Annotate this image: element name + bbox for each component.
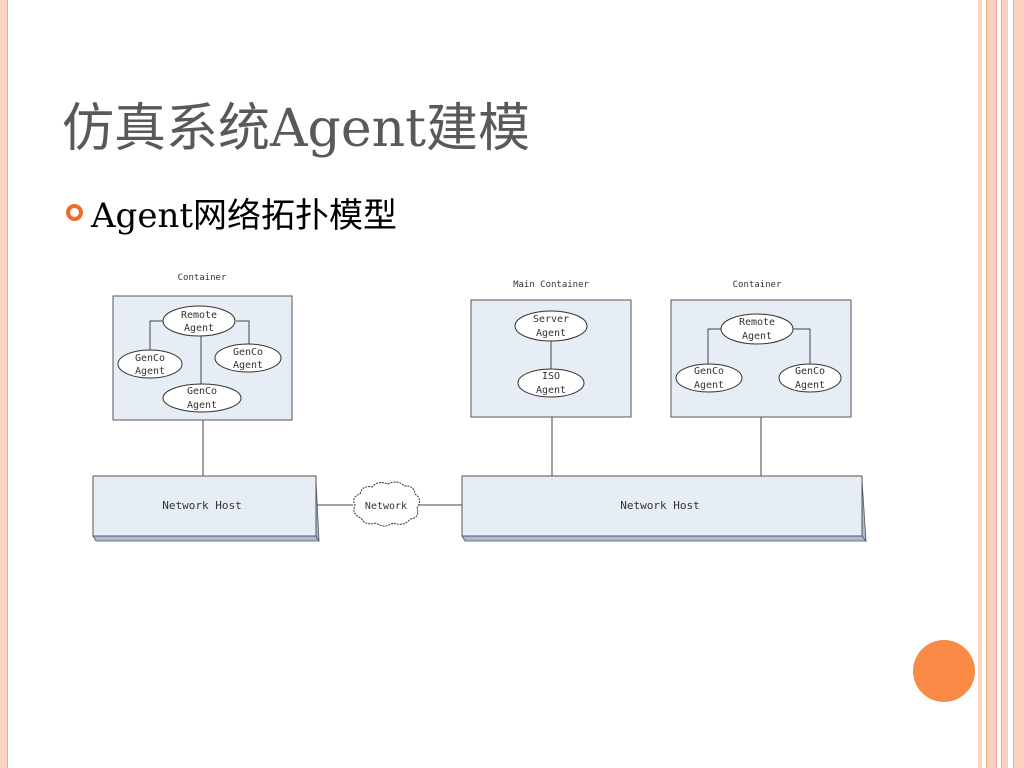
- svg-text:Agent: Agent: [536, 328, 566, 339]
- svg-text:Remote: Remote: [739, 317, 775, 328]
- left-decorative-bar: [0, 0, 8, 768]
- slide-title: 仿真系统Agent建模: [62, 99, 531, 159]
- network-host-right-label: Network Host: [620, 499, 699, 512]
- right-genco-agent-left: GenCo Agent: [675, 363, 743, 393]
- right-frame-stripe-2: [986, 0, 997, 768]
- right-remote-agent: Remote Agent: [720, 313, 794, 345]
- svg-text:Agent: Agent: [536, 385, 566, 396]
- right-container: Container Remote Agent GenCo Agent GenCo…: [670, 280, 852, 418]
- network-cloud-label: Network: [365, 501, 407, 512]
- bullet-item: Agent网络拓扑模型: [66, 188, 397, 237]
- main-container-label: Main Container: [513, 280, 589, 290]
- left-container: Container Remote Agent GenCo Agent GenCo…: [112, 273, 293, 421]
- server-agent: Server Agent: [514, 310, 588, 342]
- network-host-left: Network Host: [92, 474, 320, 542]
- iso-agent: ISO Agent: [517, 368, 585, 398]
- decorative-orange-circle: [913, 640, 975, 702]
- svg-text:GenCo: GenCo: [135, 353, 165, 364]
- left-container-label: Container: [178, 273, 227, 283]
- svg-text:Server: Server: [533, 314, 569, 325]
- svg-text:Agent: Agent: [795, 380, 825, 391]
- left-genco-agent-bottom: GenCo Agent: [162, 383, 242, 413]
- svg-text:Agent: Agent: [742, 331, 772, 342]
- svg-text:Agent: Agent: [694, 380, 724, 391]
- connection-lines: [202, 417, 762, 506]
- right-frame-stripe-4: [1013, 0, 1024, 768]
- svg-text:GenCo: GenCo: [187, 386, 217, 397]
- svg-text:GenCo: GenCo: [795, 366, 825, 377]
- bullet-circle-icon: [66, 204, 83, 221]
- left-genco-agent-left: GenCo Agent: [117, 349, 183, 379]
- svg-text:Agent: Agent: [233, 360, 263, 371]
- network-cloud-icon: Network: [353, 481, 421, 527]
- network-host-right: Network Host: [461, 474, 867, 543]
- svg-text:GenCo: GenCo: [694, 366, 724, 377]
- bullet-text: Agent网络拓扑模型: [91, 196, 397, 236]
- svg-text:Agent: Agent: [187, 400, 217, 411]
- svg-text:Agent: Agent: [135, 366, 165, 377]
- left-genco-agent-right: GenCo Agent: [214, 343, 282, 373]
- left-remote-agent: Remote Agent: [162, 305, 236, 337]
- svg-text:ISO: ISO: [542, 371, 560, 382]
- main-container: Main Container Server Agent ISO Agent: [470, 280, 632, 418]
- right-genco-agent-right: GenCo Agent: [778, 363, 842, 393]
- svg-text:GenCo: GenCo: [233, 347, 263, 358]
- right-container-label: Container: [733, 280, 782, 290]
- right-frame-stripe-3: [1001, 0, 1008, 768]
- svg-text:Agent: Agent: [184, 323, 214, 334]
- svg-text:Remote: Remote: [181, 310, 217, 321]
- right-frame-stripe-1: [978, 0, 982, 768]
- network-host-left-label: Network Host: [162, 499, 241, 512]
